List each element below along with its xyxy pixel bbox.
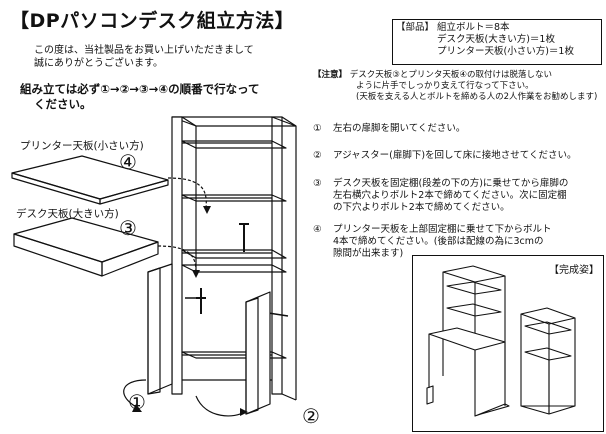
step-text: 左右の扉脚を開いてください。 (333, 123, 466, 134)
left-door (147, 263, 173, 395)
step-text: 4本で締めてください。(後部は配線の為に3cmの (333, 236, 544, 247)
desk-board-part (13, 217, 159, 277)
completed-illustration (426, 265, 576, 417)
step-text: 左右横穴よりボルト2本で締めてください。次に固定棚 (333, 190, 567, 201)
step-4: ④ プリンター天板を上部固定棚に乗せて下からボルト 4本で締めてください。(後部は… (313, 224, 552, 260)
assembly-order-note: 組み立ては必ず①→②→③→④の順番で行なって ください。 (20, 82, 260, 112)
step-number: ① (313, 123, 322, 134)
completed-label: 【完成姿】 (549, 265, 599, 276)
step-text: アジャスター(扉脚下)を回して床に接地させてください。 (333, 150, 577, 161)
parts-box: 【部品】 組立ボルト＝8本 デスク天板(大きい方)＝1枚 プリンター天板(小さい… (392, 19, 602, 65)
callout-3: ③ (119, 216, 137, 240)
parts-list: 組立ボルト＝8本 デスク天板(大きい方)＝1枚 プリンター天板(小さい方)＝1枚 (437, 22, 574, 58)
step-number: ② (313, 150, 322, 161)
callout-4: ④ (119, 150, 137, 174)
intro-line: この度は、当社製品をお買い上げいただきまして (34, 45, 254, 56)
printer-board-part (11, 155, 169, 205)
intro-text: この度は、当社製品をお買い上げいただきまして 誠にありがとうございます。 (34, 44, 254, 70)
step-number: ④ (313, 224, 322, 235)
page-title: 【DPパソコンデスク組立方法】 (10, 10, 295, 32)
step-2: ② アジャスター(扉脚下)を回して床に接地させてください。 (313, 150, 577, 162)
order-line: 組み立ては必ず①→②→③→④の順番で行なって (20, 82, 260, 96)
step-text: デスク天板を固定棚(段差の下の方)に乗せてから扉脚の (333, 178, 569, 189)
callout-2: ② (302, 404, 320, 428)
parts-header: 【部品】 (396, 22, 435, 33)
cabinet-body (171, 116, 297, 401)
caution-line: (天板を支える人とボルトを締める人の2人作業をお勧めします) (356, 92, 598, 102)
desk-board-label: デスク天板(大きい方) (16, 208, 119, 220)
right-door (245, 291, 271, 415)
callout-1: ① (128, 390, 146, 414)
order-line: ください。 (34, 97, 92, 111)
step-text: プリンター天板を上部固定棚に乗せて下からボルト (333, 224, 552, 235)
completed-view-box: 【完成姿】 (412, 255, 604, 432)
step-1: ① 左右の扉脚を開いてください。 (313, 123, 465, 135)
caution-note: 【注意】 デスク天板③とプリンタ天板④の取付けは脱落しない ように片手でしっかり… (313, 70, 597, 103)
step-number: ③ (313, 178, 322, 189)
intro-line: 誠にありがとうございます。 (34, 58, 163, 69)
parts-item: デスク天板(大きい方)＝1枚 (437, 34, 555, 45)
caution-line: デスク天板③とプリンタ天板④の取付けは脱落しない (349, 70, 552, 80)
step-text: 隙間が出来ます) (333, 248, 404, 259)
parts-item: 組立ボルト＝8本 (437, 22, 510, 33)
printer-board-label: プリンター天板(小さい方) (20, 140, 144, 152)
caution-line: ように片手でしっかり支えて行なって下さい。 (356, 81, 534, 91)
parts-item: プリンター天板(小さい方)＝1枚 (437, 46, 574, 57)
step-text: の下穴よりボルト2本で締めてください。 (333, 202, 510, 213)
step-3: ③ デスク天板を固定棚(段差の下の方)に乗せてから扉脚の 左右横穴よりボルト2本で… (313, 178, 568, 214)
caution-label: 【注意】 (313, 70, 348, 80)
